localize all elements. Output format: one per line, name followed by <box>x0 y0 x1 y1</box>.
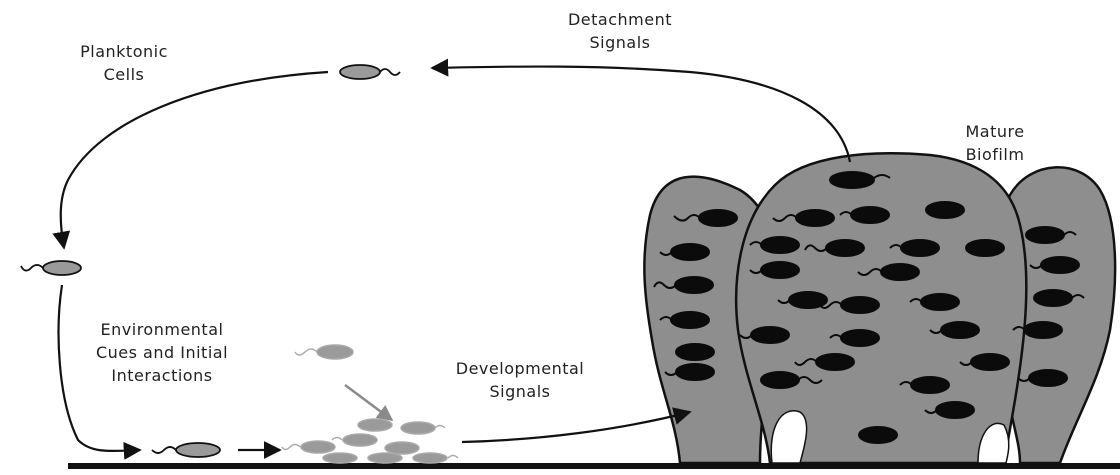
embedded-cell <box>676 344 714 360</box>
embedded-cell <box>699 210 737 226</box>
embedded-cell <box>921 294 959 310</box>
embedded-cell <box>971 354 1009 370</box>
microcolony-cell <box>385 442 419 454</box>
embedded-cell <box>966 240 1004 256</box>
planktonic-arrow <box>61 72 328 248</box>
embedded-cell <box>851 207 889 223</box>
flagellum <box>448 456 458 459</box>
embedded-cell <box>751 327 789 343</box>
mature-biofilm-label: Mature Biofilm <box>935 120 1055 166</box>
microcolony-cell <box>413 453 447 463</box>
microcolony-cell <box>301 441 335 453</box>
developmental-arrow <box>462 412 690 442</box>
embedded-cell <box>761 237 799 253</box>
embedded-cell <box>1024 322 1062 338</box>
detachment-arrow <box>432 67 850 162</box>
embedded-cell <box>936 402 974 418</box>
embedded-cell <box>671 312 709 328</box>
microcolony-cell <box>358 419 392 431</box>
flagellum <box>152 447 176 453</box>
flagellum <box>380 69 400 75</box>
free-cell <box>43 261 81 275</box>
flagellum <box>295 349 317 355</box>
embedded-cell <box>816 354 854 370</box>
embedded-cell <box>830 172 874 188</box>
flagellum <box>435 426 445 429</box>
embedded-cell <box>1034 290 1072 306</box>
flagellum <box>21 265 43 271</box>
embedded-cell <box>841 297 879 313</box>
embedded-cell <box>1026 227 1064 243</box>
planktonic-cells <box>21 65 400 457</box>
recruitment-arrow <box>345 385 392 420</box>
detached-cell <box>340 65 380 79</box>
embedded-cell <box>675 277 713 293</box>
embedded-cell <box>901 240 939 256</box>
environmental-cues-label: Environmental Cues and Initial Interacti… <box>62 318 262 387</box>
embedded-cell <box>1041 257 1079 273</box>
microcolony-cell <box>401 422 435 434</box>
microcolony-cell <box>323 453 357 463</box>
flagellum <box>332 438 342 441</box>
embedded-cell <box>941 322 979 338</box>
developmental-signals-label: Developmental Signals <box>425 357 615 403</box>
biofilm-mass <box>644 153 1115 463</box>
embedded-cell <box>826 240 864 256</box>
flagellum <box>282 445 300 450</box>
embedded-cell <box>671 244 709 260</box>
embedded-cell <box>859 427 897 443</box>
embedded-cell <box>676 364 714 380</box>
embedded-cell <box>881 264 919 280</box>
detachment-signals-label: Detachment Signals <box>540 8 700 54</box>
embedded-cell <box>796 210 834 226</box>
embedded-cell <box>911 377 949 393</box>
planktonic-cells-label: Planktonic Cells <box>64 40 184 86</box>
embedded-cell <box>841 330 879 346</box>
microcolony-cell <box>343 434 377 446</box>
attaching-cell <box>176 443 220 457</box>
embedded-cell <box>926 202 964 218</box>
microcolony-cell <box>368 453 402 463</box>
embedded-cell <box>1029 370 1067 386</box>
biofilm-tower-center <box>736 153 1026 463</box>
embedded-cell <box>761 262 799 278</box>
embedded-cell <box>761 372 799 388</box>
microcolony-cell <box>317 345 353 359</box>
